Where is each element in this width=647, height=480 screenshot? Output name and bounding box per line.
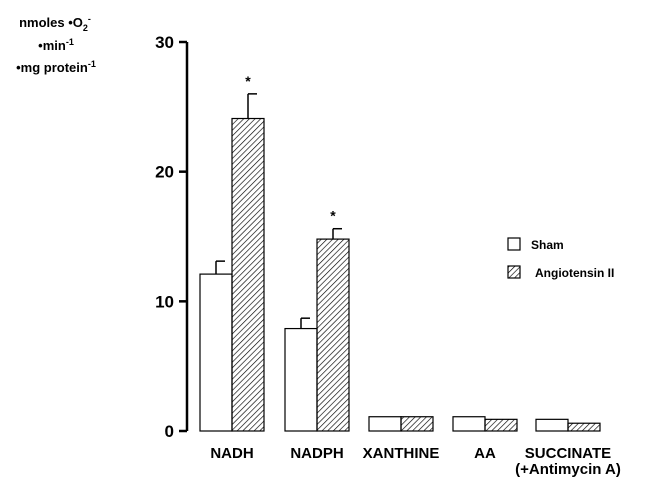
x-tick-sublabel: (+Antimycin A): [515, 461, 621, 478]
legend-swatch-angiotensin: [507, 265, 521, 279]
bars: **: [199, 73, 601, 432]
x-tick-label: NADPH: [290, 445, 343, 462]
label-superscript: -1: [66, 37, 74, 47]
significance-asterisk: *: [245, 73, 251, 89]
x-axis-labels: NADH NADPH XANTHINE AA SUCCINATE(+Antimycin …: [210, 445, 621, 478]
bar-succinate-sham: [535, 418, 569, 432]
y-axis-label-line: •min-1: [38, 37, 74, 53]
bar-nadh-sham: [199, 273, 233, 432]
bar-nadh-angiotensin: [231, 117, 265, 432]
label-text: •min: [38, 38, 66, 53]
y-tick-label: 30: [155, 33, 174, 52]
x-tick-label: AA: [474, 445, 496, 462]
significance-asterisk: *: [330, 208, 336, 224]
bar-aa-sham: [452, 416, 486, 432]
y-tick-label: 0: [165, 422, 174, 441]
label-superscript: -: [88, 14, 91, 24]
legend-swatch-sham: [507, 237, 521, 251]
y-tick-label: 20: [155, 163, 174, 182]
label-text: •mg protein: [16, 60, 88, 75]
bar-aa-angiotensin: [484, 418, 518, 432]
bar-xanthine-sham: [368, 416, 402, 432]
bar-xanthine-angiotensin: [400, 416, 434, 432]
bar-nadph-sham: [284, 327, 318, 432]
label-text: nmoles •O: [19, 15, 83, 30]
y-axis-label: nmoles •O2-•min-1•mg protein-1: [16, 14, 96, 75]
y-axis-label-line: nmoles •O2-: [19, 14, 91, 33]
label-superscript: -1: [88, 59, 96, 69]
x-tick-label: XANTHINE: [363, 445, 440, 462]
bar-nadph-angiotensin: [316, 238, 350, 432]
legend-label: Sham: [531, 238, 564, 252]
bar-succinate-angiotensin: [567, 422, 601, 432]
x-tick-label: SUCCINATE: [525, 445, 611, 462]
y-tick-label: 10: [155, 292, 174, 311]
x-tick-label: NADH: [210, 445, 253, 462]
axes: 0 10 20 30: [155, 33, 189, 441]
y-axis-label-line: •mg protein-1: [16, 59, 96, 75]
label-subscript: 2: [83, 23, 88, 33]
legend-label: Angiotensin II: [535, 266, 614, 280]
